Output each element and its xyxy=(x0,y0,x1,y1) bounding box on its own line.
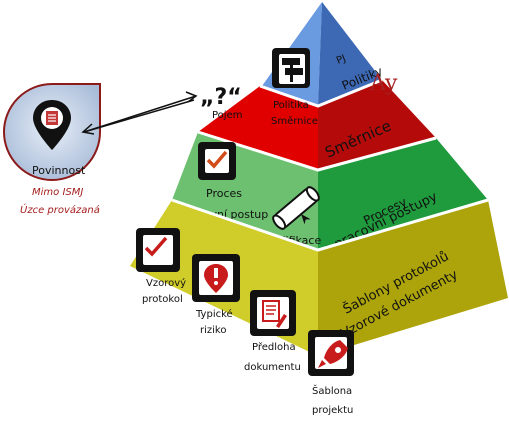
document-template-label-1: Předloha xyxy=(252,341,296,353)
povinnost-note-2: Úzce provázaná xyxy=(20,203,100,216)
ay-mark: Ay xyxy=(369,71,398,96)
sample-protocol-icon xyxy=(136,228,180,272)
tier-green-front-label-1: Proces xyxy=(206,187,242,200)
tier-separators xyxy=(171,78,489,252)
sample-protocol-label-2: protokol xyxy=(142,294,183,305)
warning-risk-icon xyxy=(192,254,240,302)
typical-risk-label-2: riziko xyxy=(200,325,226,336)
tier-top-right-face xyxy=(318,2,382,106)
document-template-label-2: dokumentu xyxy=(244,362,301,373)
tier-red-front-label: Pojem xyxy=(212,110,242,121)
tier-green-right-face xyxy=(318,138,488,250)
tier-top-side-label-1: PJ xyxy=(335,53,347,67)
separator-top xyxy=(259,78,383,108)
rocket-project-icon xyxy=(308,330,354,376)
separator-red xyxy=(197,130,437,172)
tier-red: Směrnice Pojem xyxy=(198,80,436,170)
sample-protocol-label-1: Vzorový xyxy=(146,277,186,289)
connector-arrow xyxy=(81,91,198,135)
project-template-label-2: projektu xyxy=(312,405,353,416)
tier-olive-right-face xyxy=(318,200,508,356)
povinnost-pin: Povinnost xyxy=(3,83,101,181)
project-template-label-1: Šablona xyxy=(312,384,352,397)
povinnost-label: Povinnost xyxy=(32,164,86,177)
separator-green xyxy=(171,198,489,252)
document-template-icon xyxy=(250,290,296,336)
signpost-icon xyxy=(272,48,310,88)
map-pin-document-icon xyxy=(33,100,71,150)
tier-red-right-face xyxy=(318,80,436,170)
question-quote-mark: „?“ xyxy=(200,85,242,110)
povinnost-note-1: Mimo ISMJ xyxy=(32,187,83,198)
check-document-icon xyxy=(198,142,236,180)
tier-top-front-label-2: Směrnice xyxy=(271,115,318,127)
tier-top-front-label-1: Politika xyxy=(273,100,309,111)
typical-risk-label-1: Typické xyxy=(195,308,233,320)
tier-red-left-face xyxy=(198,86,318,170)
diploma-scroll-icon xyxy=(272,186,320,230)
